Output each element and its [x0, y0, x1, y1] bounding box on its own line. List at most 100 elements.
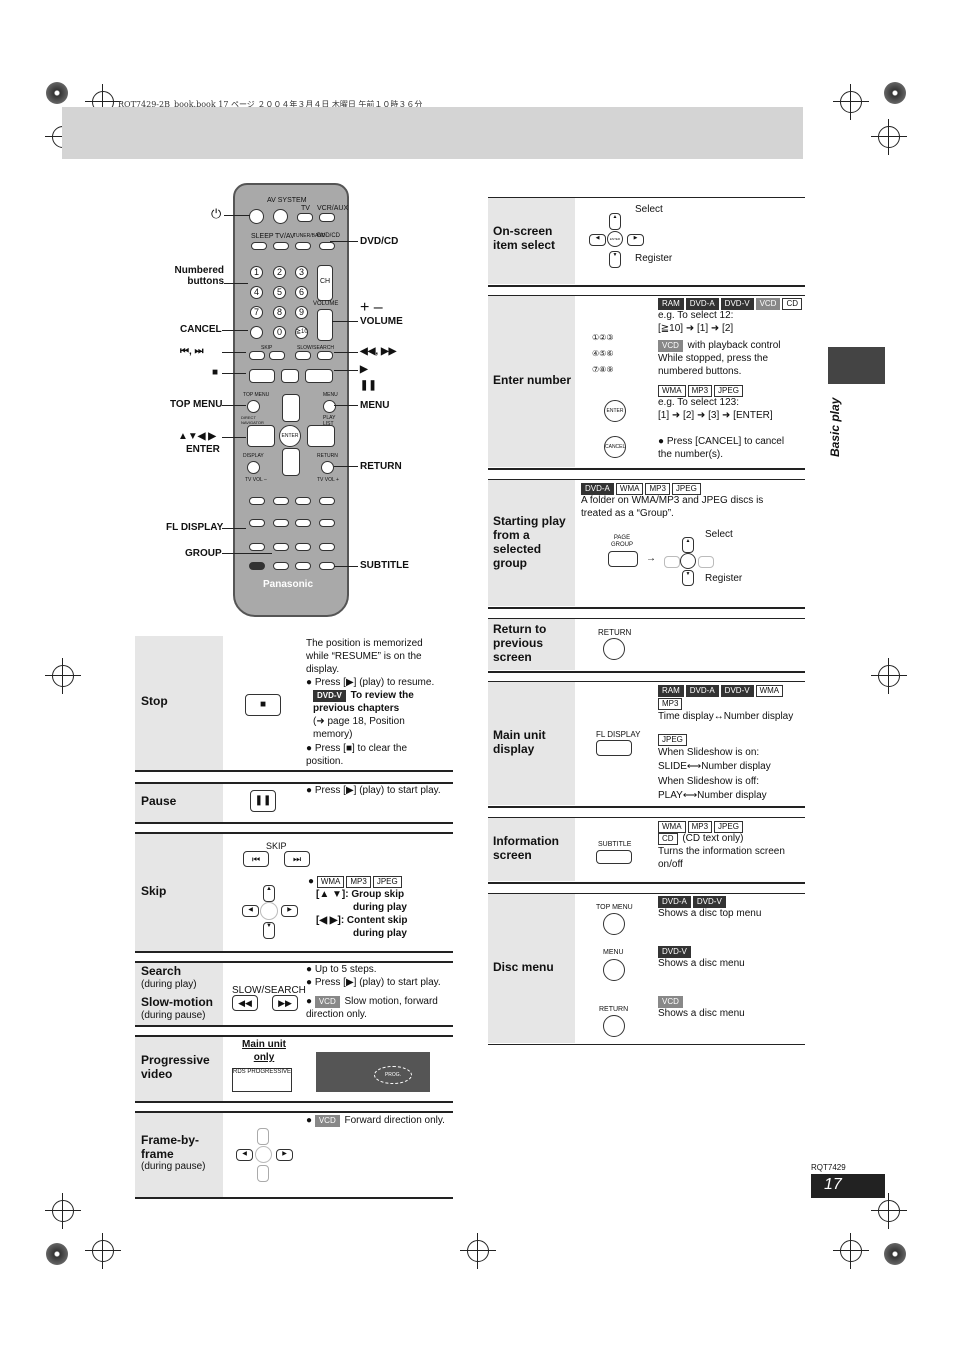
enter-button[interactable]: ENTER — [279, 425, 301, 447]
vcd-text2: While stopped, press the numbered button… — [658, 353, 769, 377]
sleep-button[interactable] — [251, 242, 267, 250]
play-button[interactable] — [305, 369, 333, 383]
register-label: Register — [635, 253, 673, 264]
digit-7-button[interactable]: 7 — [250, 306, 263, 319]
function-button[interactable] — [295, 519, 311, 527]
menu-button[interactable] — [323, 400, 336, 413]
shift-button[interactable] — [249, 562, 265, 570]
section-onscreen — [488, 197, 805, 287]
digit-2-button[interactable]: 2 — [273, 266, 286, 279]
digit-10-button[interactable]: ≧10 — [295, 326, 308, 339]
vcd-text: VCD with playback control — [658, 339, 781, 352]
up-button[interactable] — [282, 394, 300, 422]
callout-fl-display: FL DISPLAY — [166, 522, 224, 533]
digit-0-button[interactable]: 0 — [273, 326, 286, 339]
callout-pause: ❚❚ — [360, 380, 377, 391]
digit-5-button[interactable]: 5 — [273, 286, 286, 299]
section-label: Starting play from a selected group — [493, 514, 566, 570]
dvdcd-button[interactable] — [319, 242, 335, 250]
section-main-display-label-cell: Main unit display — [488, 682, 575, 805]
group-skip-text: [▲ ▼]: Group skip — [316, 889, 405, 900]
leader-line — [334, 370, 358, 371]
display-button[interactable] — [247, 461, 260, 474]
pause-button[interactable] — [281, 369, 299, 383]
function-button[interactable] — [273, 519, 289, 527]
digit-9-button[interactable]: 9 — [295, 306, 308, 319]
right-button[interactable] — [307, 425, 335, 447]
function-button[interactable] — [273, 497, 289, 505]
vcr-aux-button[interactable] — [319, 213, 335, 222]
registration-mark — [833, 84, 869, 120]
subtitle-btn-label: SUBTITLE — [598, 841, 632, 848]
arrow: → — [646, 553, 656, 564]
right-arrow-icon: ▶ — [281, 905, 298, 917]
section-label: Pause — [141, 794, 177, 808]
tv-button[interactable] — [297, 213, 313, 222]
top-menu-btn-label: TOP MENU — [596, 904, 633, 911]
skip-forward-button[interactable] — [269, 351, 285, 360]
section-label-sub: (during pause) — [141, 1010, 206, 1021]
eg2-text: e.g. To select 123: — [658, 397, 739, 408]
section-enter-number-label-cell: Enter number — [488, 296, 575, 467]
section-label: Stop — [141, 694, 168, 708]
down-arrow-icon: ▼ — [609, 251, 621, 268]
cancel-btn-icon: CANCEL — [604, 436, 626, 458]
tvav-button[interactable] — [273, 242, 289, 250]
return-button[interactable] — [321, 461, 334, 474]
digit-6-button[interactable]: 6 — [295, 286, 308, 299]
power-button[interactable] — [249, 209, 264, 224]
search-forward-button[interactable] — [317, 351, 333, 360]
cancel-button[interactable] — [250, 326, 263, 339]
section-label: Return to previous screen — [493, 622, 547, 664]
top-menu-button[interactable] — [247, 400, 260, 413]
subtitle-button[interactable] — [319, 562, 335, 570]
tv-label: TV — [301, 205, 310, 212]
digit-1-button[interactable]: 1 — [250, 266, 263, 279]
vcr-aux-label: VCR/AUX — [317, 205, 349, 212]
digit-4-button[interactable]: 4 — [250, 286, 263, 299]
registration-disc-bl — [46, 1243, 68, 1265]
search-forward-icon: ▶▶ — [272, 995, 298, 1011]
stop-text-2: ● Press [▶] (play) to resume. — [306, 677, 435, 688]
right-arrow-icon — [698, 556, 714, 568]
function-button[interactable] — [249, 519, 265, 527]
leader-line — [224, 215, 250, 216]
skip-back-button[interactable] — [249, 351, 265, 360]
ch-select-button[interactable] — [273, 562, 289, 570]
channel-rocker[interactable] — [317, 265, 333, 301]
left-arrow-icon: ◀ — [242, 905, 259, 917]
fl-display-button[interactable] — [249, 543, 265, 551]
tv-vol-plus-label: TV VOL + — [317, 477, 339, 483]
section-info-label-cell: Information screen — [488, 818, 575, 881]
left-arrow-icon: ◀ — [236, 1149, 253, 1161]
digit-3-button[interactable]: 3 — [295, 266, 308, 279]
page-number: 17 — [824, 1176, 842, 1193]
function-button[interactable] — [319, 497, 335, 505]
av-system-label: AV SYSTEM — [267, 197, 307, 204]
volume-rocker[interactable] — [317, 309, 333, 341]
function-button[interactable] — [249, 497, 265, 505]
down-button[interactable] — [282, 448, 300, 476]
enter-icon — [680, 553, 696, 569]
section-skip — [135, 832, 453, 953]
leader-line — [222, 437, 246, 438]
search-back-button[interactable] — [295, 351, 311, 360]
repeat-button[interactable] — [295, 543, 311, 551]
function-button[interactable] — [295, 497, 311, 505]
cancel-text: ● Press [CANCEL] to cancel the number(s)… — [658, 436, 785, 460]
stop-button[interactable] — [249, 369, 275, 383]
callout-return: RETURN — [360, 461, 402, 472]
callout-numbered-buttons: Numbered buttons — [174, 265, 224, 287]
registration-mark — [460, 1233, 496, 1269]
tuner-button[interactable] — [295, 242, 311, 250]
jpeg-tag: JPEG — [658, 733, 689, 746]
playmode-button[interactable] — [319, 543, 335, 551]
group-select-label: Select — [705, 529, 733, 540]
quick-replay-button[interactable] — [295, 562, 311, 570]
left-button[interactable] — [247, 425, 275, 447]
av-power-button[interactable] — [273, 209, 288, 224]
group-button[interactable] — [273, 543, 289, 551]
function-button[interactable] — [319, 519, 335, 527]
digit-8-button[interactable]: 8 — [273, 306, 286, 319]
stop-button-icon: ■ — [245, 694, 281, 716]
